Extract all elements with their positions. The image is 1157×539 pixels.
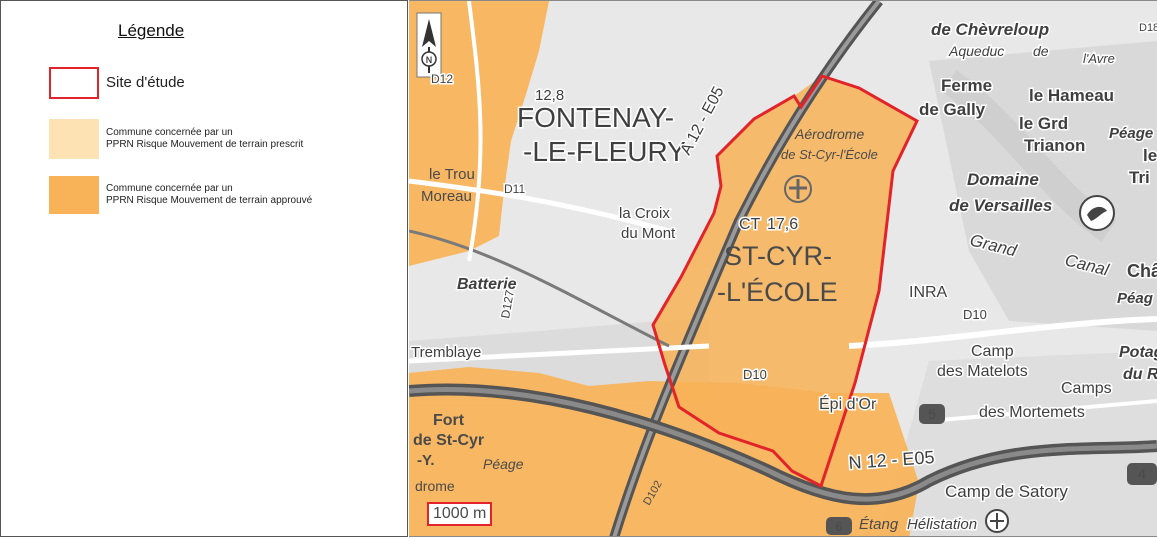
route-label-4: 4 [1138, 466, 1146, 483]
bird-sanctuary-icon [1079, 195, 1115, 231]
label-heli: Hélistation [907, 516, 977, 533]
label-inra: INRA [909, 284, 948, 301]
label-epi: Épi d'Or [819, 394, 877, 413]
label-versailles: de Versailles [949, 196, 1052, 215]
legend-title: Légende [118, 21, 185, 40]
north-label: N [426, 55, 433, 65]
label-de-st-cyr: de St-Cyr [413, 432, 484, 449]
label-trou: le Trou [429, 166, 475, 183]
label-pota: Potag [1119, 344, 1157, 361]
route-label-5: 5 [928, 406, 936, 422]
label-tremblaye: Tremblaye [411, 344, 481, 361]
legend-prescrit-line2: PPRN Risque Mouvement de terrain prescri… [106, 139, 304, 150]
label-alt-12-8: 12,8 [535, 87, 564, 104]
label-chevreloup: de Chèvreloup [931, 20, 1049, 39]
label-batterie: Batterie [457, 276, 517, 293]
airfield-icon [784, 175, 812, 203]
road-d10 [848, 316, 1157, 349]
label-le-fleury: -LE-FLEURY [523, 136, 686, 167]
railway [409, 229, 670, 348]
label-aerodrome: Aérodrome [794, 126, 864, 142]
legend-swatch-site [49, 67, 99, 99]
label-hameau: le Hameau [1029, 86, 1114, 105]
legend-approuve-line2: PPRN Risque Mouvement de terrain approuv… [106, 195, 313, 206]
label-mortemets: des Mortemets [979, 404, 1085, 421]
label-ct: CT [739, 216, 761, 233]
label-d11: D11 [504, 182, 525, 196]
map-legend: Légende Site d'étude Commune concernée p… [0, 0, 408, 537]
label-l-ecole: -L'ÉCOLE [717, 277, 838, 307]
label-ferme: Ferme [941, 76, 992, 95]
north-arrow [416, 12, 442, 78]
label-avre: l'Avre [1083, 51, 1115, 66]
label-st-cyr: ST-CYR- [724, 241, 832, 271]
label-drome: drome [415, 478, 455, 494]
legend-label-site: Site d'étude [106, 74, 185, 91]
commune-approuve-stcyr [653, 76, 917, 486]
legend-prescrit-line1: Commune concernée par un [106, 127, 233, 138]
label-peage-low: Péage [483, 456, 524, 472]
label-fontenay: FONTENAY- [517, 102, 674, 133]
label-grd: le Grd [1019, 114, 1068, 133]
label-de: de [1033, 43, 1049, 59]
scale-bar: 1000 m [427, 502, 493, 526]
label-d10: D10 [963, 307, 987, 322]
label-trianon: Trianon [1024, 136, 1085, 155]
label-camp: Camp [971, 343, 1014, 360]
label-peage-top: Péage [1109, 125, 1153, 142]
label-aqueduc: Aqueduc [948, 43, 1004, 59]
label-le-top: le [1143, 146, 1157, 165]
label-etang: Étang [859, 516, 899, 533]
label-peage-right: Péag [1117, 290, 1153, 307]
route-badge-5-icon [919, 404, 945, 424]
site-etude-outline [651, 74, 919, 489]
label-d127: D127 [498, 289, 517, 320]
route-badge-4-icon [1127, 463, 1157, 485]
label-tri: Tri [1129, 168, 1150, 187]
label-d186: D186 [1139, 22, 1157, 34]
label-domaine: Domaine [967, 170, 1039, 189]
legend-approuve-line1: Commune concernée par un [106, 183, 233, 194]
label-y: -Y. [417, 452, 435, 469]
label-gally: de Gally [919, 100, 986, 119]
route-badge-6-icon [826, 517, 852, 535]
label-alt-17-6: 17,6 [767, 216, 798, 233]
legend-swatch-approuve [49, 176, 99, 214]
label-aerodrome-2: de St-Cyr-l'École [781, 147, 878, 162]
topographic-map: N de Chèvreloup Aqueduc de l'Avre D186 D… [409, 0, 1157, 537]
label-cha: Châ [1127, 261, 1157, 281]
legend-label-prescrit: Commune concernée par un PPRN Risque Mou… [106, 127, 303, 151]
label-d10b: D10 [743, 367, 767, 382]
route-label-6: 6 [835, 519, 842, 534]
label-camps: Camps [1061, 380, 1112, 397]
legend-swatch-prescrit [49, 119, 99, 159]
label-satory: Camp de Satory [945, 482, 1068, 501]
label-mont: du Mont [621, 225, 676, 242]
label-moreau: Moreau [421, 188, 472, 205]
label-d12: D12 [431, 72, 453, 86]
label-croix: la Croix [619, 205, 670, 222]
map-canvas: N de Chèvreloup Aqueduc de l'Avre D186 D… [409, 1, 1157, 536]
legend-label-approuve: Commune concernée par un PPRN Risque Mou… [106, 183, 312, 207]
label-fort: Fort [433, 412, 465, 429]
label-matelots: des Matelots [937, 363, 1028, 380]
helipad-icon [985, 509, 1009, 533]
label-du-r: du R [1123, 366, 1157, 383]
